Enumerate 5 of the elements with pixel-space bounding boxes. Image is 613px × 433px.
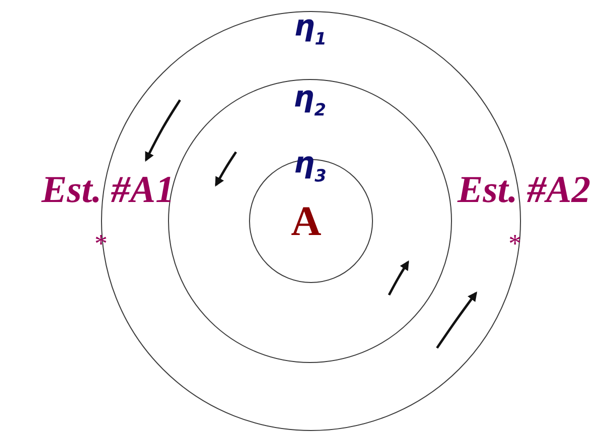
station-label: Est. #A2: [457, 171, 591, 209]
center-label: A: [291, 201, 322, 244]
station-label: Est. #A1: [41, 171, 175, 209]
ring-label: η$_{1}$: [294, 12, 327, 49]
ring-label: η$_{2}$: [294, 82, 326, 120]
